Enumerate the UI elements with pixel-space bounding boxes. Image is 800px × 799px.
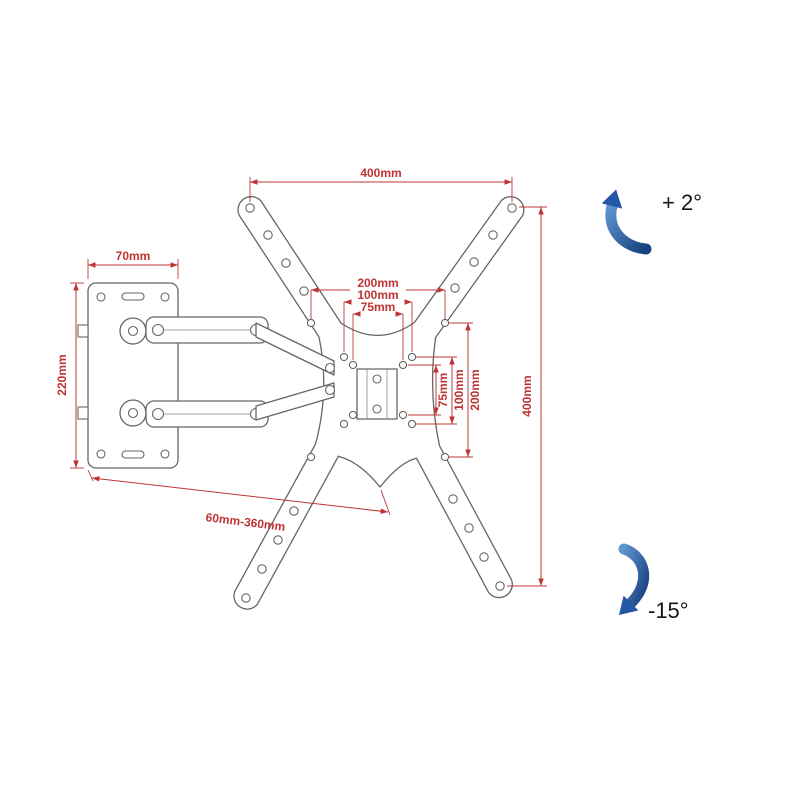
- dimension-line: [91, 476, 389, 514]
- dim-top-width: 400mm: [249, 166, 513, 202]
- dim-label-wall-plate-height: 220mm: [55, 354, 69, 395]
- vesa-arm-holes: [241, 203, 517, 603]
- arm-hole: [464, 523, 474, 533]
- wall-plate-slot: [121, 450, 145, 459]
- arm-hole: [479, 552, 489, 562]
- pivot-boss-hole: [127, 325, 139, 337]
- pivot-bolt-end: [77, 324, 89, 338]
- wall-plate-hole: [96, 449, 106, 459]
- dim-label-top-width: 400mm: [360, 166, 401, 180]
- arm-hole: [299, 286, 309, 296]
- dim-vesa-horizontal: 200mm 100mm 75mm: [310, 276, 446, 360]
- tilt-down-arrow-icon: [618, 543, 650, 609]
- vesa-hole-200: [440, 318, 450, 328]
- vesa-pattern-holes: [306, 318, 450, 462]
- dim-label-vesa-h-75: 75mm: [361, 300, 396, 314]
- vesa-hole-75: [348, 360, 358, 370]
- wall-plate-body: [87, 282, 179, 469]
- dim-label-vesa-v-100: 100mm: [452, 369, 466, 410]
- dim-label-vesa-h-100: 100mm: [357, 288, 398, 302]
- arm-hole: [495, 581, 505, 591]
- arm-hole: [273, 535, 283, 545]
- dim-wall-plate-height: 220mm: [55, 282, 84, 469]
- dim-label-vesa-h-200: 200mm: [357, 276, 398, 290]
- vesa-hole-100: [407, 352, 417, 362]
- link-bolt: [324, 362, 336, 374]
- vesa-hole-75: [348, 410, 358, 420]
- vesa-hole-200: [306, 452, 316, 462]
- arm-hole: [488, 230, 498, 240]
- dim-label-arm-extension: 60mm-360mm: [205, 510, 286, 534]
- wall-plate-hole: [96, 292, 106, 302]
- tilt-up-arrow-icon: [605, 200, 652, 255]
- vesa-hole-75: [398, 360, 408, 370]
- pivot-boss-hole: [127, 407, 139, 419]
- dim-arm-extension: 60mm-360mm: [87, 469, 391, 534]
- extension-line: [87, 469, 94, 482]
- arm-links: [255, 322, 336, 421]
- link-bolt: [324, 384, 336, 396]
- vesa-hole-200: [440, 452, 450, 462]
- arm-hole: [507, 203, 517, 213]
- wall-plate: [77, 282, 179, 469]
- arm-hole: [245, 203, 255, 213]
- vesa-adapter: [356, 368, 398, 420]
- vesa-hole-75: [398, 410, 408, 420]
- tilt-up-label: + 2°: [662, 190, 702, 215]
- dim-label-wall-plate-width: 70mm: [116, 249, 151, 263]
- arm-hole: [469, 257, 479, 267]
- arm-hole: [450, 283, 460, 293]
- dim-vesa-vertical: 75mm 100mm 200mm: [408, 322, 482, 458]
- arm-link-lower: [255, 382, 335, 421]
- arm-hole: [263, 230, 273, 240]
- tilt-down-label: -15°: [648, 598, 689, 623]
- vesa-adapter-bolt: [372, 374, 382, 384]
- dim-wall-plate-width: 70mm: [87, 249, 179, 279]
- vesa-adapter-bolt: [372, 404, 382, 414]
- arm-hole: [241, 593, 251, 603]
- vesa-hole-100: [407, 419, 417, 429]
- arm-hole: [448, 494, 458, 504]
- pivot-bolt-end: [77, 406, 89, 420]
- wall-plate-hole: [160, 292, 170, 302]
- tilt-down-indicator: -15°: [618, 543, 689, 623]
- vesa-hole-100: [339, 352, 349, 362]
- hinge-bolt: [151, 407, 165, 421]
- wall-plate-hole: [160, 449, 170, 459]
- wall-plate-slot: [121, 292, 145, 301]
- tilt-up-indicator: + 2°: [601, 189, 702, 255]
- dim-label-vesa-v-75: 75mm: [436, 373, 450, 408]
- arm-link-upper: [255, 322, 335, 376]
- dim-label-right-height: 400mm: [520, 375, 534, 416]
- vesa-hole-100: [339, 419, 349, 429]
- dim-label-vesa-v-200: 200mm: [468, 369, 482, 410]
- arm-hole: [289, 506, 299, 516]
- tilt-down-arrowhead-icon: [619, 595, 639, 615]
- hinge-bolt: [151, 323, 165, 337]
- dim-right-height: 400mm: [507, 206, 547, 587]
- tilt-up-arrowhead-icon: [601, 189, 623, 209]
- vesa-hole-200: [306, 318, 316, 328]
- arm-hole: [281, 258, 291, 268]
- arm-hole: [257, 564, 267, 574]
